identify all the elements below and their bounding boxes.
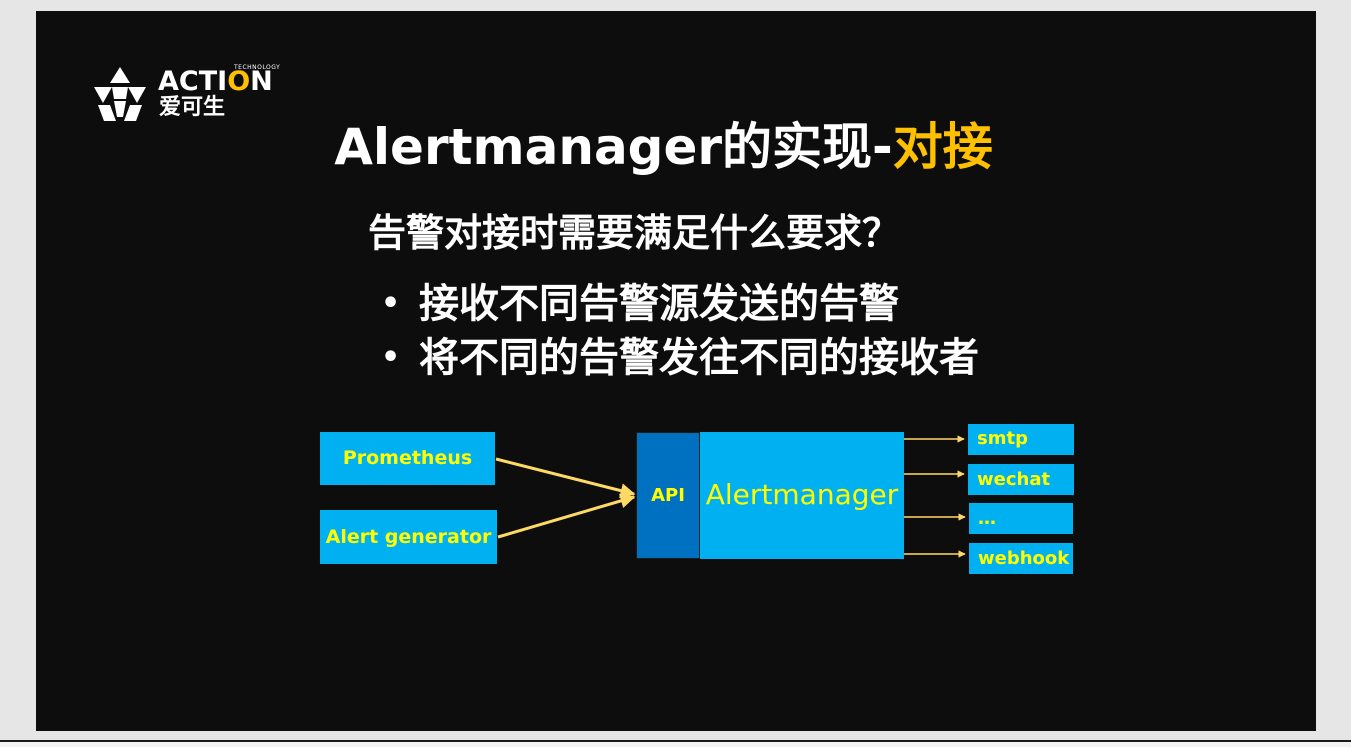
alertmanager-diagram: Prometheus Alert generator API Alertmana… <box>36 11 1316 731</box>
next-slide-edge <box>0 740 1351 747</box>
source-alert-generator: Alert generator <box>320 510 497 564</box>
logo-tagline: TECHNOLOGY <box>234 64 281 71</box>
bullet-list: • 接收不同告警源发送的告警 • 将不同的告警发往不同的接收者 <box>381 277 979 385</box>
title-main: Alertmanager的实现- <box>334 118 893 176</box>
bullet-text: 将不同的告警发往不同的接收者 <box>419 335 979 381</box>
receiver-webhook: webhook <box>969 543 1073 574</box>
alertmanager-api: API <box>636 432 700 559</box>
alertmanager-core: Alertmanager <box>700 432 904 559</box>
bullet-item: • 接收不同告警源发送的告警 <box>381 277 979 331</box>
receiver-smtp: smtp <box>968 424 1074 455</box>
slide-title: Alertmanager的实现-对接 <box>36 117 1291 177</box>
source-prometheus: Prometheus <box>320 432 495 485</box>
logo-chinese-name: 爱可生 <box>159 95 226 120</box>
bullet-text: 接收不同告警源发送的告警 <box>419 281 899 327</box>
slide-subtitle: 告警对接时需要满足什么要求？ <box>368 211 901 255</box>
diagram-arrows <box>495 435 966 558</box>
receiver-wechat: wechat <box>968 464 1074 495</box>
receiver-ellipsis: … <box>969 503 1073 534</box>
title-accent: 对接 <box>892 118 993 176</box>
bullet-item: • 将不同的告警发往不同的接收者 <box>381 331 979 385</box>
company-logo: TECHNOLOGY ACTION 爱可生 <box>90 63 300 127</box>
logo-wordmark: ACTION <box>158 66 273 97</box>
arrow-prometheus-to-api <box>495 457 636 498</box>
arrow-generator-to-api <box>497 493 636 539</box>
bullet-dot: • <box>381 340 401 375</box>
action-logo-icon <box>94 67 146 121</box>
bullet-dot: • <box>381 286 401 321</box>
slide: TECHNOLOGY ACTION 爱可生 Alertmanager的实现-对接… <box>36 11 1316 731</box>
